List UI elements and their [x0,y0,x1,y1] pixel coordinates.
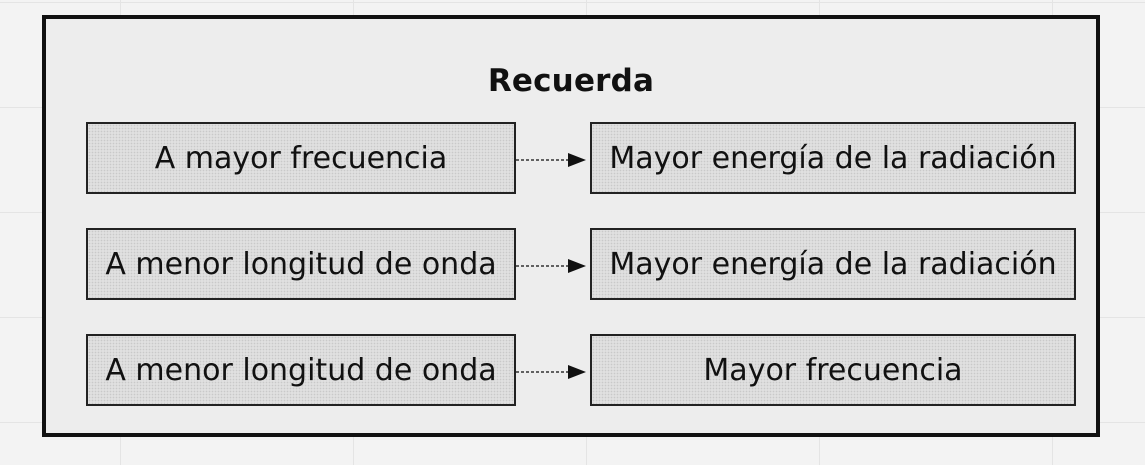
cause-box-2: A menor longitud de onda [86,228,516,300]
arrow-icon [516,153,586,167]
cause-box-1: A mayor frecuencia [86,122,516,194]
cause-box-3: A menor longitud de onda [86,334,516,406]
effect-label-1: Mayor energía de la radiación [609,140,1057,176]
effect-box-1: Mayor energía de la radiación [590,122,1076,194]
effect-label-3: Mayor frecuencia [703,352,963,388]
effect-box-3: Mayor frecuencia [590,334,1076,406]
panel-title: Recuerda [487,63,655,99]
cause-label-1: A mayor frecuencia [154,140,448,176]
cause-label-2: A menor longitud de onda [105,246,497,282]
cause-label-3: A menor longitud de onda [105,352,497,388]
effect-label-2: Mayor energía de la radiación [609,246,1057,282]
effect-box-2: Mayor energía de la radiación [590,228,1076,300]
arrow-icon [516,365,586,379]
arrow-icon [516,259,586,273]
